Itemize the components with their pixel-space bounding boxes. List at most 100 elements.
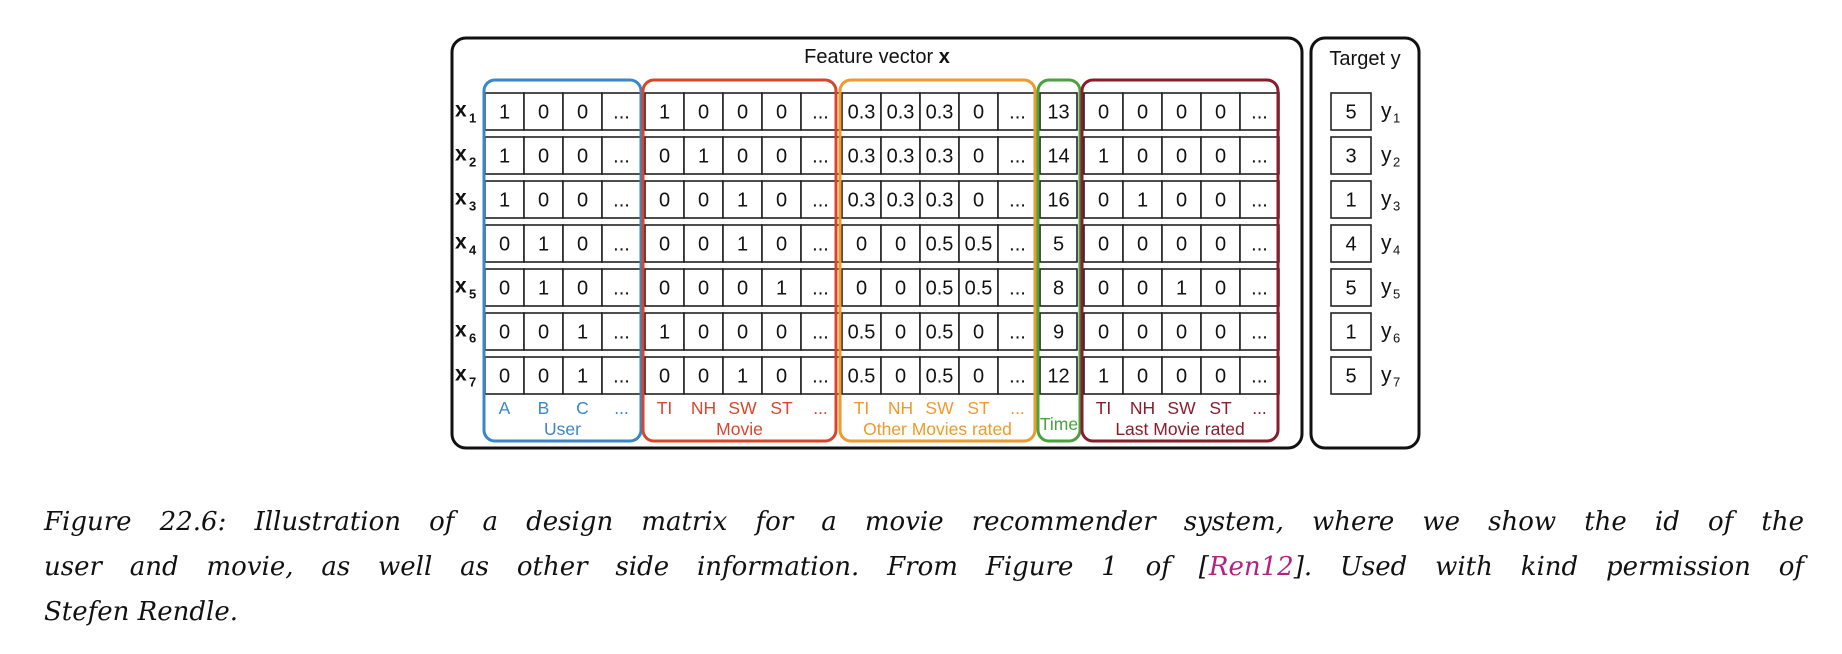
matrix-cell — [1039, 268, 1078, 307]
matrix-cell-value: 0 — [776, 234, 787, 256]
target-label: y — [1381, 276, 1392, 299]
matrix-cell — [958, 180, 999, 219]
row-label: x — [455, 363, 467, 386]
matrix-cell-value: 0.3 — [848, 102, 876, 124]
matrix-cell — [1200, 312, 1241, 351]
row-label-subscript: 1 — [469, 111, 476, 126]
matrix-cell-value: 0 — [1137, 146, 1148, 168]
target-title: Target y — [1329, 48, 1400, 70]
matrix-cell — [523, 268, 564, 307]
matrix-cell-value: 0 — [973, 322, 984, 344]
matrix-cell — [1161, 268, 1202, 307]
matrix-cell-value: ... — [613, 322, 630, 344]
citation-link[interactable]: Ren12 — [1208, 552, 1294, 582]
target-cell — [1330, 92, 1372, 131]
target-label: y — [1381, 144, 1392, 167]
matrix-cell-value: 0 — [659, 278, 670, 300]
matrix-cell — [484, 180, 525, 219]
matrix-cell — [1122, 268, 1163, 307]
matrix-cell-value: 0 — [776, 190, 787, 212]
target-value: 1 — [1345, 190, 1356, 212]
matrix-cell — [1239, 180, 1280, 219]
matrix-cell-value: 0 — [538, 322, 549, 344]
column-header: C — [576, 398, 589, 418]
matrix-cell-value: 1 — [499, 190, 510, 212]
matrix-cell-value: 1 — [577, 366, 588, 388]
caption-line-2: user and movie, as well as other side in… — [44, 545, 1804, 590]
matrix-cell — [1039, 180, 1078, 219]
group-outline — [838, 78, 1037, 443]
column-header: NH — [888, 398, 913, 418]
matrix-cell-value: 0 — [698, 278, 709, 300]
matrix-cell — [919, 92, 960, 131]
row-label-subscript: 7 — [469, 375, 476, 390]
matrix-cell-value: 0 — [499, 234, 510, 256]
matrix-cell-value: 0 — [776, 366, 787, 388]
matrix-cell-value: 0 — [737, 278, 748, 300]
matrix-cell-value: ... — [1251, 146, 1268, 168]
matrix-cell — [562, 224, 603, 263]
matrix-cell — [1039, 92, 1078, 131]
matrix-cell-value: 0 — [776, 322, 787, 344]
matrix-cell — [523, 92, 564, 131]
matrix-cell-value: 8 — [1053, 278, 1064, 300]
group-outline — [1036, 78, 1082, 443]
matrix-cell-value: 1 — [1098, 366, 1109, 388]
matrix-cell — [997, 92, 1038, 131]
matrix-cell — [919, 224, 960, 263]
matrix-cell-value: 0.3 — [926, 190, 954, 212]
matrix-cell-value: 0 — [973, 366, 984, 388]
target-value: 5 — [1345, 102, 1356, 124]
matrix-cell-value: ... — [812, 190, 829, 212]
matrix-cell-value: ... — [812, 322, 829, 344]
matrix-cell-value: ... — [812, 146, 829, 168]
matrix-cell-value: 1 — [538, 234, 549, 256]
matrix-cell — [722, 136, 763, 175]
matrix-cell-value: 9 — [1053, 322, 1064, 344]
matrix-cell-value: ... — [1009, 190, 1026, 212]
matrix-cell-value: 1 — [659, 322, 670, 344]
matrix-cell — [1039, 356, 1078, 395]
matrix-cell-value: 0 — [1098, 278, 1109, 300]
matrix-cell — [601, 312, 642, 351]
matrix-cell — [562, 180, 603, 219]
matrix-cell — [997, 356, 1038, 395]
matrix-cell — [1083, 180, 1124, 219]
target-label-subscript: 6 — [1393, 331, 1400, 346]
matrix-cell — [761, 224, 802, 263]
row-label-subscript: 5 — [469, 287, 476, 302]
matrix-cell-value: 0 — [895, 234, 906, 256]
target-value: 5 — [1345, 366, 1356, 388]
matrix-cell-value: 0 — [577, 278, 588, 300]
matrix-cell-value: 0 — [659, 146, 670, 168]
matrix-cell — [1161, 224, 1202, 263]
matrix-cell — [800, 356, 841, 395]
matrix-cell-value: 0.3 — [887, 146, 915, 168]
matrix-cell-value: 0 — [737, 102, 748, 124]
matrix-cell — [601, 224, 642, 263]
column-header: ST — [1209, 398, 1232, 418]
matrix-cell — [683, 356, 724, 395]
row-label: x — [455, 231, 467, 254]
matrix-cell-value: 0 — [499, 278, 510, 300]
matrix-cell — [644, 224, 685, 263]
matrix-cell-value: 0 — [856, 234, 867, 256]
matrix-cell-value: ... — [812, 234, 829, 256]
target-cell — [1330, 312, 1372, 351]
matrix-cell-value: 1 — [1176, 278, 1187, 300]
matrix-cell-value: 0 — [538, 366, 549, 388]
matrix-cell-value: 0 — [776, 146, 787, 168]
column-header: A — [499, 398, 511, 418]
matrix-cell — [1200, 224, 1241, 263]
feature-vector-frame — [450, 36, 1304, 450]
matrix-cell-value: 0.5 — [848, 366, 876, 388]
target-cell — [1330, 356, 1372, 395]
matrix-cell — [644, 356, 685, 395]
matrix-cell-value: 1 — [577, 322, 588, 344]
group-outline — [482, 78, 643, 443]
matrix-cell-value: 1 — [737, 190, 748, 212]
matrix-cell — [644, 136, 685, 175]
group-label: Last Movie rated — [1115, 419, 1244, 439]
matrix-cell — [1083, 312, 1124, 351]
matrix-cell-value: 0 — [895, 322, 906, 344]
